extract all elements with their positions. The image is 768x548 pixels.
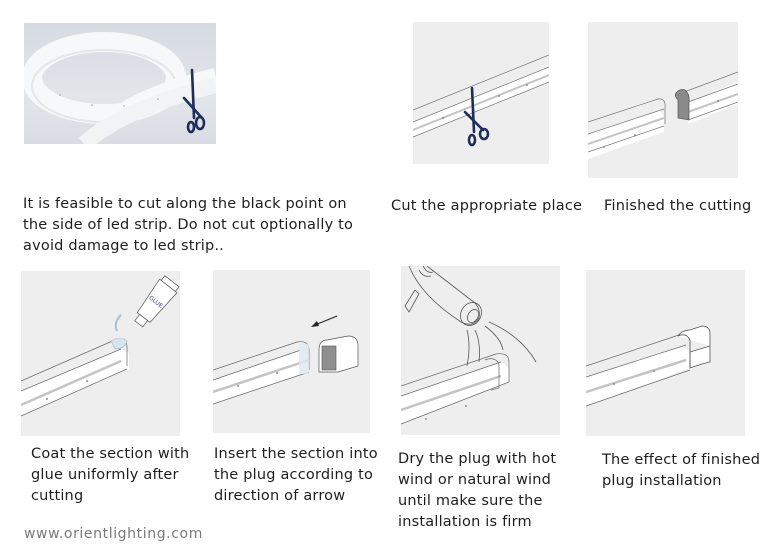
- hair-dryer-diagram: [401, 266, 537, 425]
- glue-application-diagram: [21, 314, 129, 417]
- step-1-caption: It is feasible to cut along the black po…: [23, 194, 353, 257]
- step-6-caption: Dry the plug with hot wind or natural wi…: [398, 449, 556, 533]
- caption-line: Dry the plug with hot: [398, 451, 557, 467]
- caption-line: Insert the section into: [214, 446, 378, 462]
- caption-line: cutting: [31, 488, 84, 504]
- caption-line: Finished the cutting: [604, 198, 752, 214]
- step-4-caption: Coat the section with glue uniformly aft…: [31, 444, 189, 507]
- scissors-icon: [182, 68, 206, 134]
- step-7-image: [586, 270, 745, 436]
- step-2-caption: Cut the appropriate place: [391, 196, 582, 217]
- step-7-caption: The effect of finished plug installation: [602, 450, 760, 492]
- caption-line: direction of arrow: [214, 488, 346, 504]
- step-4-image: GLUE: [21, 271, 180, 436]
- caption-line: the plug according to: [214, 467, 374, 483]
- caption-line: Coat the section with: [31, 446, 190, 462]
- scissors-icon: [463, 86, 490, 147]
- glue-blob: [110, 337, 128, 350]
- website-footer: www.orientlighting.com: [24, 526, 203, 542]
- caption-line: wind or natural wind: [398, 472, 552, 488]
- caption-line: until make sure the: [398, 493, 543, 509]
- led-strip-loop-photo: [24, 32, 216, 144]
- glue-tube-icon: GLUE: [134, 275, 180, 328]
- caption-line: installation is firm: [398, 514, 532, 530]
- caption-line: avoid damage to led strip..: [23, 238, 224, 254]
- step-6-image: [401, 266, 560, 435]
- caption-line: Cut the appropriate place: [391, 198, 583, 214]
- caption-line: glue uniformly after: [31, 467, 179, 483]
- cut-strip-diagram: [588, 71, 738, 159]
- step-2-image: [413, 22, 549, 164]
- installed-end-plug: [677, 325, 711, 369]
- step-3-caption: Finished the cutting: [604, 196, 751, 217]
- plug-insertion-diagram: [213, 315, 359, 405]
- hair-dryer-icon: [404, 266, 537, 367]
- arrow-left-icon: [311, 315, 338, 327]
- step-5-caption: Insert the section into the plug accordi…: [214, 444, 378, 507]
- finished-plug-diagram: [586, 325, 711, 407]
- caption-line: plug installation: [602, 473, 722, 489]
- step-1-image: [24, 23, 216, 144]
- caption-line: The effect of finished: [602, 452, 761, 468]
- led-strip-diagram: [413, 54, 549, 138]
- caption-line: the side of led strip. Do not cut option…: [23, 217, 354, 233]
- strip-cross-section: [674, 89, 690, 121]
- step-5-image: [213, 270, 370, 433]
- cut-points: [59, 94, 159, 107]
- step-3-image: [588, 22, 738, 178]
- caption-line: It is feasible to cut along the black po…: [23, 196, 347, 212]
